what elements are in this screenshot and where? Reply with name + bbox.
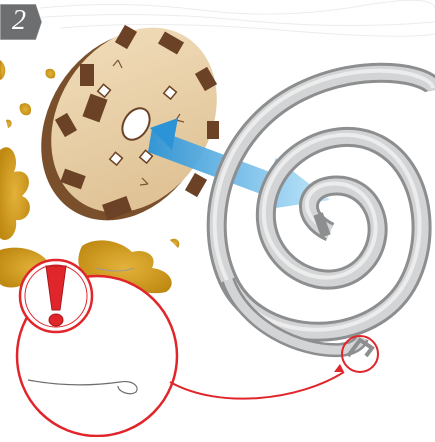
step-badge: 2 (0, 2, 42, 40)
exclamation-icon (20, 260, 92, 332)
background-pattern (30, 0, 435, 36)
step-number: 2 (0, 6, 38, 36)
coil-spring (215, 71, 435, 350)
spring-hook-detail-circle (342, 336, 378, 372)
connector-arrow (170, 364, 344, 399)
